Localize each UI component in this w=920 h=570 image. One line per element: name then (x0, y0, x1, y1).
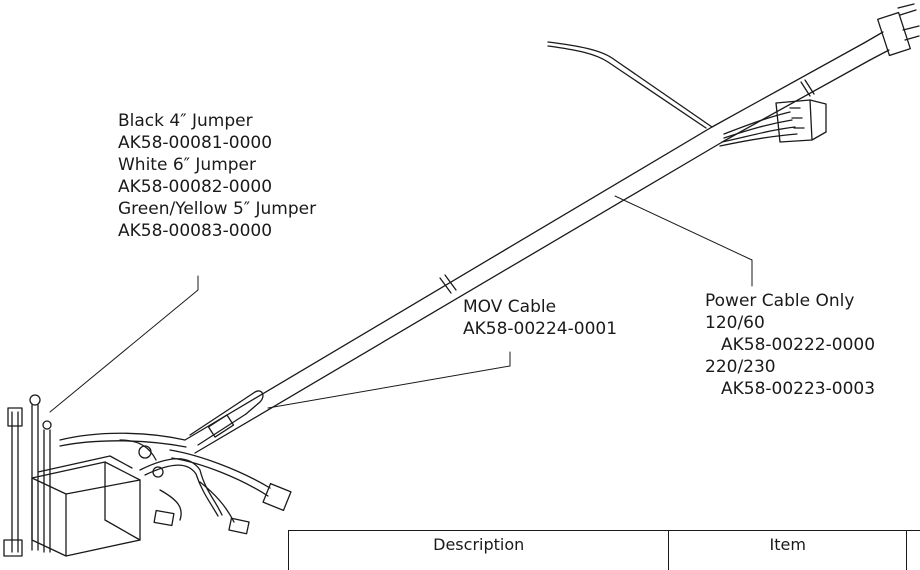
green-yellow-jumper-part-number: AK58-00083-0000 (118, 221, 273, 241)
power-cable-callout: Power Cable Only 120/60 AK58-00222-0000 … (705, 290, 875, 400)
power-120-label: 120/60 (705, 313, 765, 333)
jumpers-callout: Black 4″ Jumper AK58-00081-0000 White 6″… (118, 110, 316, 242)
table-header-extra (907, 531, 920, 570)
power-cable-label: Power Cable Only (705, 291, 855, 311)
white-jumper-label: White 6″ Jumper (118, 155, 256, 175)
top-right-connector (863, 3, 920, 61)
lower-branch (59, 432, 187, 448)
mov-cable-callout: MOV Cable AK58-00224-0001 (463, 296, 617, 340)
table-header-description: Description (289, 531, 670, 570)
mov-wires (119, 390, 292, 535)
jumper-leads (3, 394, 52, 557)
plug-wires (719, 99, 827, 147)
mov-cable-part-number: AK58-00224-0001 (463, 319, 618, 339)
power-cable (184, 42, 871, 454)
power-220-part-number: AK58-00223-0003 (721, 379, 876, 399)
parts-table: Description Item (288, 530, 920, 570)
power-220-label: 220/230 (705, 357, 776, 377)
table-header-item: Item (669, 531, 908, 570)
black-jumper-label: Black 4″ Jumper (118, 111, 253, 131)
mov-cable-label: MOV Cable (463, 297, 557, 317)
green-yellow-jumper-label: Green/Yellow 5″ Jumper (118, 199, 317, 219)
leader-lines (49, 195, 753, 413)
power-120-part-number: AK58-00222-0000 (721, 335, 876, 355)
harness-drawing (3, 3, 920, 557)
white-jumper-part-number: AK58-00082-0000 (118, 177, 273, 197)
ground-lead (547, 41, 713, 129)
black-jumper-part-number: AK58-00081-0000 (118, 133, 273, 153)
wiring-diagram: Black 4″ Jumper AK58-00081-0000 White 6″… (3, 3, 920, 570)
filter-box (31, 455, 141, 557)
